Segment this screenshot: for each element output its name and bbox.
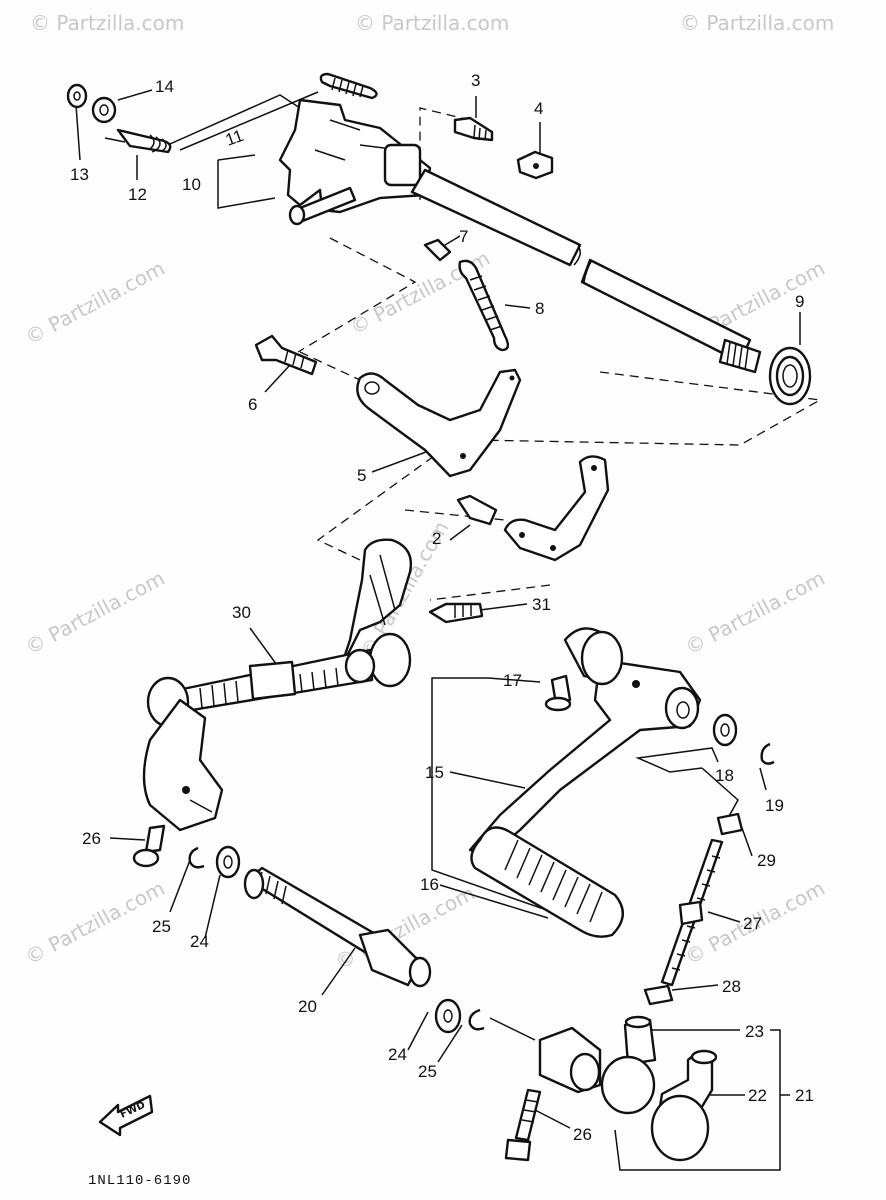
- part-27-adjusting-rod: [660, 838, 724, 987]
- watermark: © Partzilla.com: [681, 566, 829, 660]
- callout-5: 5: [357, 466, 366, 485]
- watermark: © Partzilla.com: [21, 256, 169, 350]
- front-direction-arrow: FWD: [98, 1094, 154, 1137]
- callout-13: 13: [70, 165, 89, 184]
- part-20-pivot-shaft: [243, 866, 432, 988]
- callout-25-lower: 25: [418, 1062, 437, 1081]
- part-4-clip: [516, 150, 554, 180]
- callout-7: 7: [459, 227, 468, 246]
- callout-28: 28: [722, 977, 741, 996]
- callout-23: 23: [745, 1022, 764, 1041]
- watermark: © Partzilla.com: [355, 11, 509, 35]
- callout-11: 11: [223, 126, 246, 150]
- callout-24-upper: 24: [190, 932, 209, 951]
- callout-26-lower: 26: [573, 1125, 592, 1144]
- part-18-washer: [712, 713, 738, 747]
- part-13-washer: [66, 83, 88, 109]
- part-upper-link-arm: [338, 538, 413, 688]
- part-11-spring: [319, 72, 378, 100]
- part-14-washer: [91, 96, 117, 124]
- part-lower-link-arm: [142, 698, 224, 832]
- watermark: © Partzilla.com: [30, 11, 184, 35]
- callout-30: 30: [232, 603, 251, 622]
- part-26-bolt-upper: [132, 824, 166, 868]
- watermark: © Partzilla.com: [21, 876, 169, 970]
- part-19-circlip: [760, 742, 775, 765]
- part-3-bolt: [453, 116, 494, 142]
- callout-21: 21: [795, 1086, 814, 1105]
- callout-31: 31: [532, 595, 551, 614]
- part-25-circlip-lower: [468, 1008, 485, 1031]
- part-9-oil-seal: [768, 346, 812, 406]
- callout-10: 10: [182, 175, 201, 194]
- callout-16: 16: [420, 875, 439, 894]
- callout-29: 29: [757, 851, 776, 870]
- callout-19: 19: [765, 796, 784, 815]
- callout-14: 14: [155, 77, 174, 96]
- callout-22: 22: [748, 1086, 767, 1105]
- callout-26-upper: 26: [82, 829, 101, 848]
- leader-lines: [75, 89, 801, 1171]
- callout-9: 9: [795, 292, 804, 311]
- callout-24-lower: 24: [388, 1045, 407, 1064]
- part-21-rod-end-assembly: [538, 1015, 657, 1115]
- part-6-bolt: [254, 334, 318, 376]
- callout-4: 4: [534, 99, 543, 118]
- part-29-nut: [716, 812, 744, 836]
- part-31-bolt: [428, 602, 484, 624]
- callout-17: 17: [503, 671, 522, 690]
- part-26-bolt-lower: [504, 1088, 542, 1162]
- watermark-layer: © Partzilla.com © Partzilla.com © Partzi…: [21, 11, 834, 974]
- callout-20: 20: [298, 997, 317, 1016]
- part-5-shift-arm: [356, 368, 522, 478]
- part-8-spring: [458, 259, 510, 352]
- callout-2: 2: [432, 529, 441, 548]
- part-22-rod-end: [650, 1049, 718, 1162]
- part-24-washer-upper: [215, 845, 241, 879]
- callout-12: 12: [128, 185, 147, 204]
- callout-15: 15: [425, 763, 444, 782]
- part-16-pedal-rubber: [470, 826, 624, 938]
- part-7-bolt: [423, 238, 452, 262]
- callout-3: 3: [471, 71, 480, 90]
- part-12-torsion-spring: [104, 128, 172, 154]
- watermark: © Partzilla.com: [21, 566, 169, 660]
- part-10-shift-shaft: [278, 98, 762, 374]
- part-plate: [503, 455, 610, 562]
- callout-18: 18: [715, 766, 734, 785]
- part-2-bolt: [456, 494, 498, 526]
- callout-27: 27: [743, 914, 762, 933]
- callout-6: 6: [248, 395, 257, 414]
- watermark: © Partzilla.com: [680, 11, 834, 35]
- callout-8: 8: [535, 299, 544, 318]
- callout-labels: 2 3 4 5 6 7 8 9 10 11 12 13 14 15 16 17 …: [70, 71, 814, 1144]
- part-28-nut: [643, 984, 674, 1006]
- part-15-shift-pedal: [468, 627, 702, 857]
- part-24-washer-lower: [434, 998, 462, 1034]
- callout-25-upper: 25: [152, 917, 171, 936]
- part-25-circlip-upper: [188, 846, 205, 869]
- diagram-code: 1NL110-6190: [88, 1173, 191, 1189]
